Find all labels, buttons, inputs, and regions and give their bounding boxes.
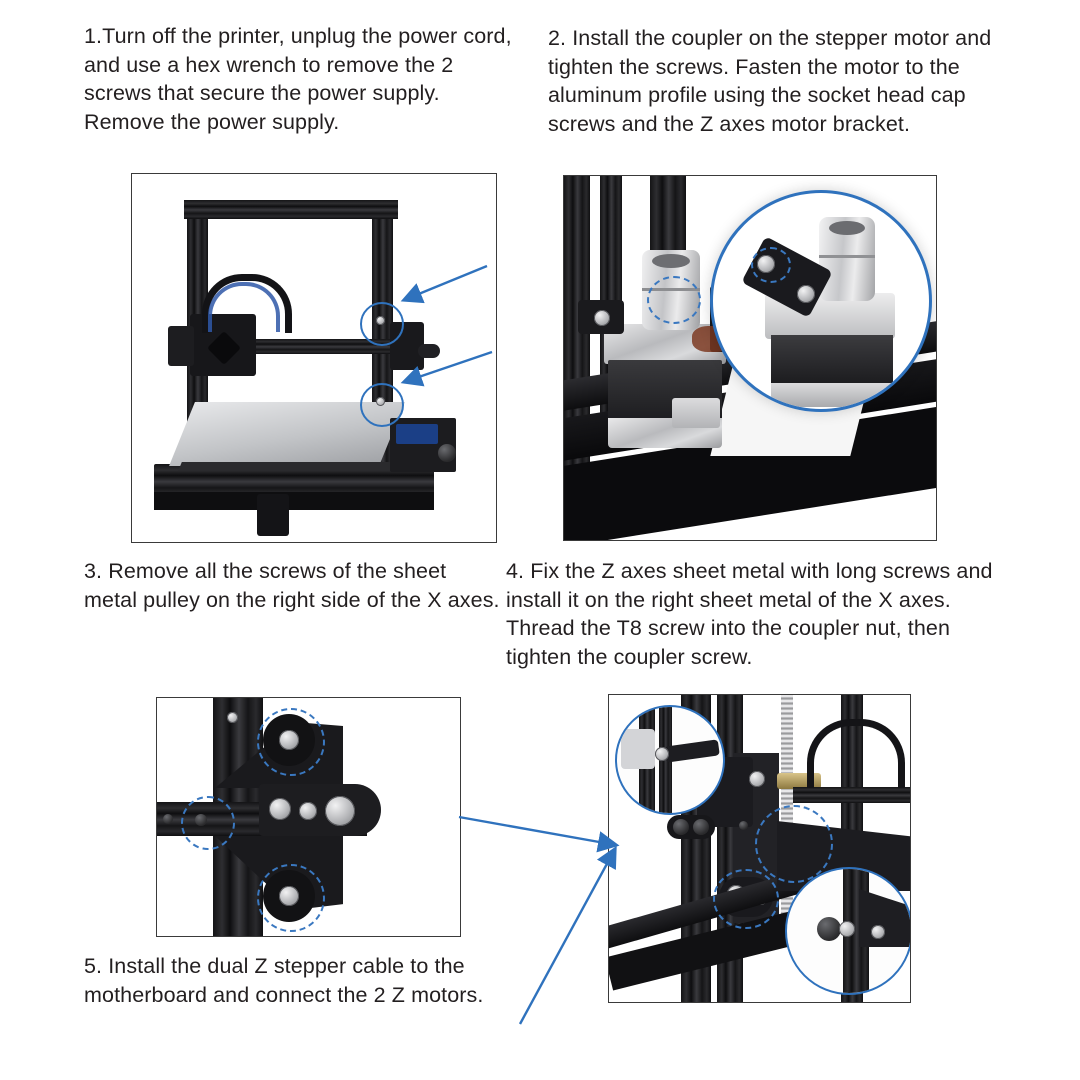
motor-connector — [672, 398, 720, 428]
cable-loop-blue — [208, 282, 280, 332]
step-3-text: 3. Remove all the screws of the sheet me… — [84, 559, 500, 612]
pulley-illustration — [157, 698, 460, 936]
inset-motor-base — [771, 383, 893, 407]
lcd-knob — [438, 444, 456, 462]
bracket-screw — [594, 310, 610, 326]
inset-motor-body — [771, 335, 893, 387]
bed-carriage — [178, 462, 396, 471]
roller-wheel-2 — [693, 819, 709, 835]
z-axis-illustration — [609, 695, 910, 1002]
x-profile-hole — [163, 814, 173, 824]
roller-wheel-1 — [673, 819, 689, 835]
belt-tensioner — [418, 344, 440, 358]
inset-bracket-screw-2 — [797, 285, 815, 303]
connector-step5-to-fig4 — [518, 845, 617, 1025]
inset-magnifier-coupler — [710, 190, 932, 412]
upright-screw — [227, 712, 238, 723]
step-2-text: 2. Install the coupler on the stepper mo… — [548, 26, 992, 136]
highlight-circle-upper — [360, 302, 404, 346]
plate-screw-1 — [269, 798, 291, 820]
plate-screw-3-large — [325, 796, 355, 826]
coupler-bore-top — [652, 254, 690, 268]
step-4-text: 4. Fix the Z axes sheet metal with long … — [506, 559, 993, 669]
z-plate-hole — [739, 821, 748, 830]
inset-bot-sheet — [859, 889, 910, 947]
highlight-lead-screw — [755, 805, 833, 883]
inset-top-metal — [621, 729, 655, 769]
lcd-screen — [396, 424, 438, 444]
coupler-screw-highlight — [647, 276, 701, 324]
printer-illustration — [132, 174, 496, 542]
z-motor-lower — [257, 494, 289, 536]
highlight-lower-screws — [713, 869, 779, 929]
x-gantry-rail — [793, 787, 910, 803]
inset-bot-roller — [817, 917, 841, 941]
stepper-coupler-illustration — [564, 176, 936, 540]
inset-magnifier-bottom — [785, 867, 910, 995]
highlight-pulley-bottom — [257, 864, 325, 932]
inset-screw-highlight — [751, 247, 791, 283]
figure-printer-full — [131, 173, 497, 543]
highlight-profile-screw — [181, 796, 235, 850]
highlight-circle-lower — [360, 383, 404, 427]
inset-bot-screw-2 — [871, 925, 885, 939]
inset-coupler-split — [819, 255, 875, 258]
highlight-pulley-top — [257, 708, 325, 776]
z-cable-loop — [807, 719, 905, 788]
step-5-text: 5. Install the dual Z stepper cable to t… — [84, 954, 484, 1007]
figure-sheet-metal-pulley — [156, 697, 461, 937]
inset-bot-screw-1 — [839, 921, 855, 937]
connector-fig3-to-fig4 — [458, 815, 620, 853]
x-carriage-block — [168, 326, 194, 366]
z-plate-screw-top — [749, 771, 765, 787]
cable-loop-outer — [202, 274, 292, 333]
plate-screw-2 — [299, 802, 317, 820]
printer-base-shadow — [154, 492, 434, 510]
inset-top-screw — [655, 747, 669, 761]
inset-top-bracket — [664, 739, 720, 763]
figure-stepper-coupler — [563, 175, 937, 541]
inset-magnifier-top — [615, 705, 725, 815]
inset-coupler-bore — [829, 221, 865, 235]
frame-top-rail — [184, 200, 398, 219]
figure-z-axis-assembly — [608, 694, 911, 1003]
step-1-text: 1.Turn off the printer, unplug the power… — [84, 24, 512, 134]
